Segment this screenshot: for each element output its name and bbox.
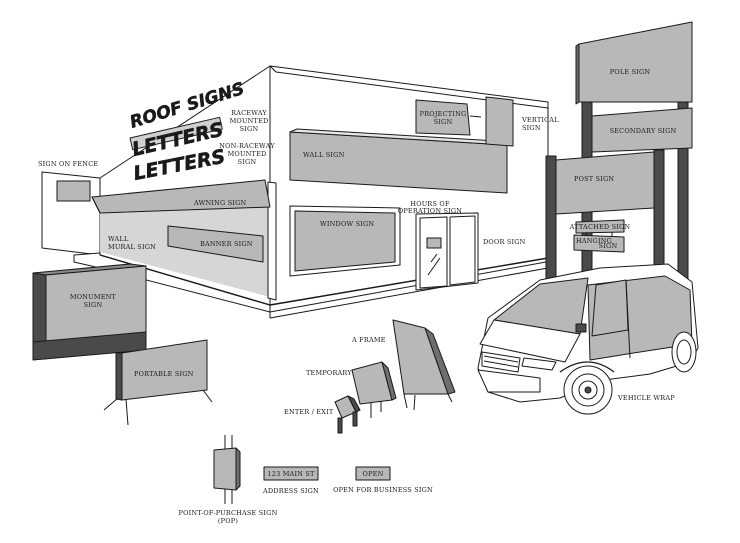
portable-sign xyxy=(103,339,213,426)
label-awning-sign: AWNING SIGN xyxy=(193,199,247,207)
projecting-sign xyxy=(415,99,482,136)
temporary-sign xyxy=(351,361,397,418)
label-hours-2: OPERATION SIGN xyxy=(398,207,462,215)
enter-exit-sign xyxy=(334,395,361,434)
label-vertical-2: SIGN xyxy=(522,124,541,132)
label-hours-1: HOURS OF xyxy=(410,200,450,208)
window-sign xyxy=(289,205,401,277)
label-window-sign: WINDOW SIGN xyxy=(320,220,374,228)
label-hanging-2: SIGN xyxy=(599,242,618,250)
label-wall-mural-1: WALL xyxy=(108,235,129,243)
pop-sign xyxy=(213,435,241,504)
monument-sign xyxy=(32,263,147,361)
post-sign-structure xyxy=(545,149,665,285)
label-pole-sign: POLE SIGN xyxy=(610,68,651,76)
vehicle-van xyxy=(477,263,699,415)
label-raceway-2: MOUNTED xyxy=(230,117,269,125)
label-raceway-1: RACEWAY xyxy=(231,109,267,117)
label-enter-exit: ENTER / EXIT xyxy=(284,408,334,416)
hours-of-operation-sign xyxy=(426,237,442,249)
hanging-sign xyxy=(573,234,625,253)
label-pop-2: (POP) xyxy=(218,517,238,525)
sign-on-fence xyxy=(56,180,91,202)
label-projecting-1: PROJECTING xyxy=(420,110,467,118)
label-portable-sign: PORTABLE SIGN xyxy=(134,370,194,378)
label-sign-on-fence: SIGN ON FENCE xyxy=(38,160,98,168)
entry-doors xyxy=(415,212,479,291)
a-frame-sign xyxy=(392,319,456,411)
label-pop-1: POINT-OF-PURCHASE SIGN xyxy=(179,509,278,517)
label-monument-1: MONUMENT xyxy=(70,293,117,301)
banner-sign xyxy=(167,225,264,263)
secondary-sign xyxy=(591,107,693,153)
label-monument-2: SIGN xyxy=(84,301,103,309)
open-sign-plate xyxy=(355,466,391,481)
label-temporary: TEMPORARY xyxy=(306,369,352,377)
label-address-sign: ADDRESS SIGN xyxy=(262,487,319,495)
label-hanging-1: HANGING xyxy=(576,237,612,245)
label-open-for-business: OPEN FOR BUSINESS SIGN xyxy=(333,486,433,494)
address-plate-text: 123 MAIN ST xyxy=(267,470,315,478)
label-secondary-sign: SECONDARY SIGN xyxy=(610,127,677,135)
label-projecting-2: SIGN xyxy=(434,118,453,126)
label-a-frame: A FRAME xyxy=(351,336,386,344)
label-vehicle-wrap: VEHICLE WRAP xyxy=(617,394,675,402)
attached-sign xyxy=(575,219,625,234)
label-post-sign: POST SIGN xyxy=(574,175,614,183)
vertical-sign xyxy=(485,96,514,147)
label-attached-sign: ATTACHED SIGN xyxy=(569,223,631,231)
label-nonraceway-1: NON-RACEWAY xyxy=(219,142,275,150)
awning-sign xyxy=(91,179,271,214)
label-wall-mural-2: MURAL SIGN xyxy=(108,243,156,251)
label-wall-sign: WALL SIGN xyxy=(303,151,345,159)
label-door-sign: DOOR SIGN xyxy=(483,238,526,246)
open-plate-text: OPEN xyxy=(363,470,384,478)
label-nonraceway-3: SIGN xyxy=(238,158,257,166)
pole-sign xyxy=(578,21,693,103)
post-sign xyxy=(555,151,655,215)
label-raceway-3: SIGN xyxy=(240,125,259,133)
label-banner-sign: BANNER SIGN xyxy=(200,240,253,248)
label-vertical-1: VERTICAL xyxy=(521,116,559,124)
address-sign-plate xyxy=(263,466,319,481)
label-nonraceway-2: MOUNTED xyxy=(228,150,267,158)
